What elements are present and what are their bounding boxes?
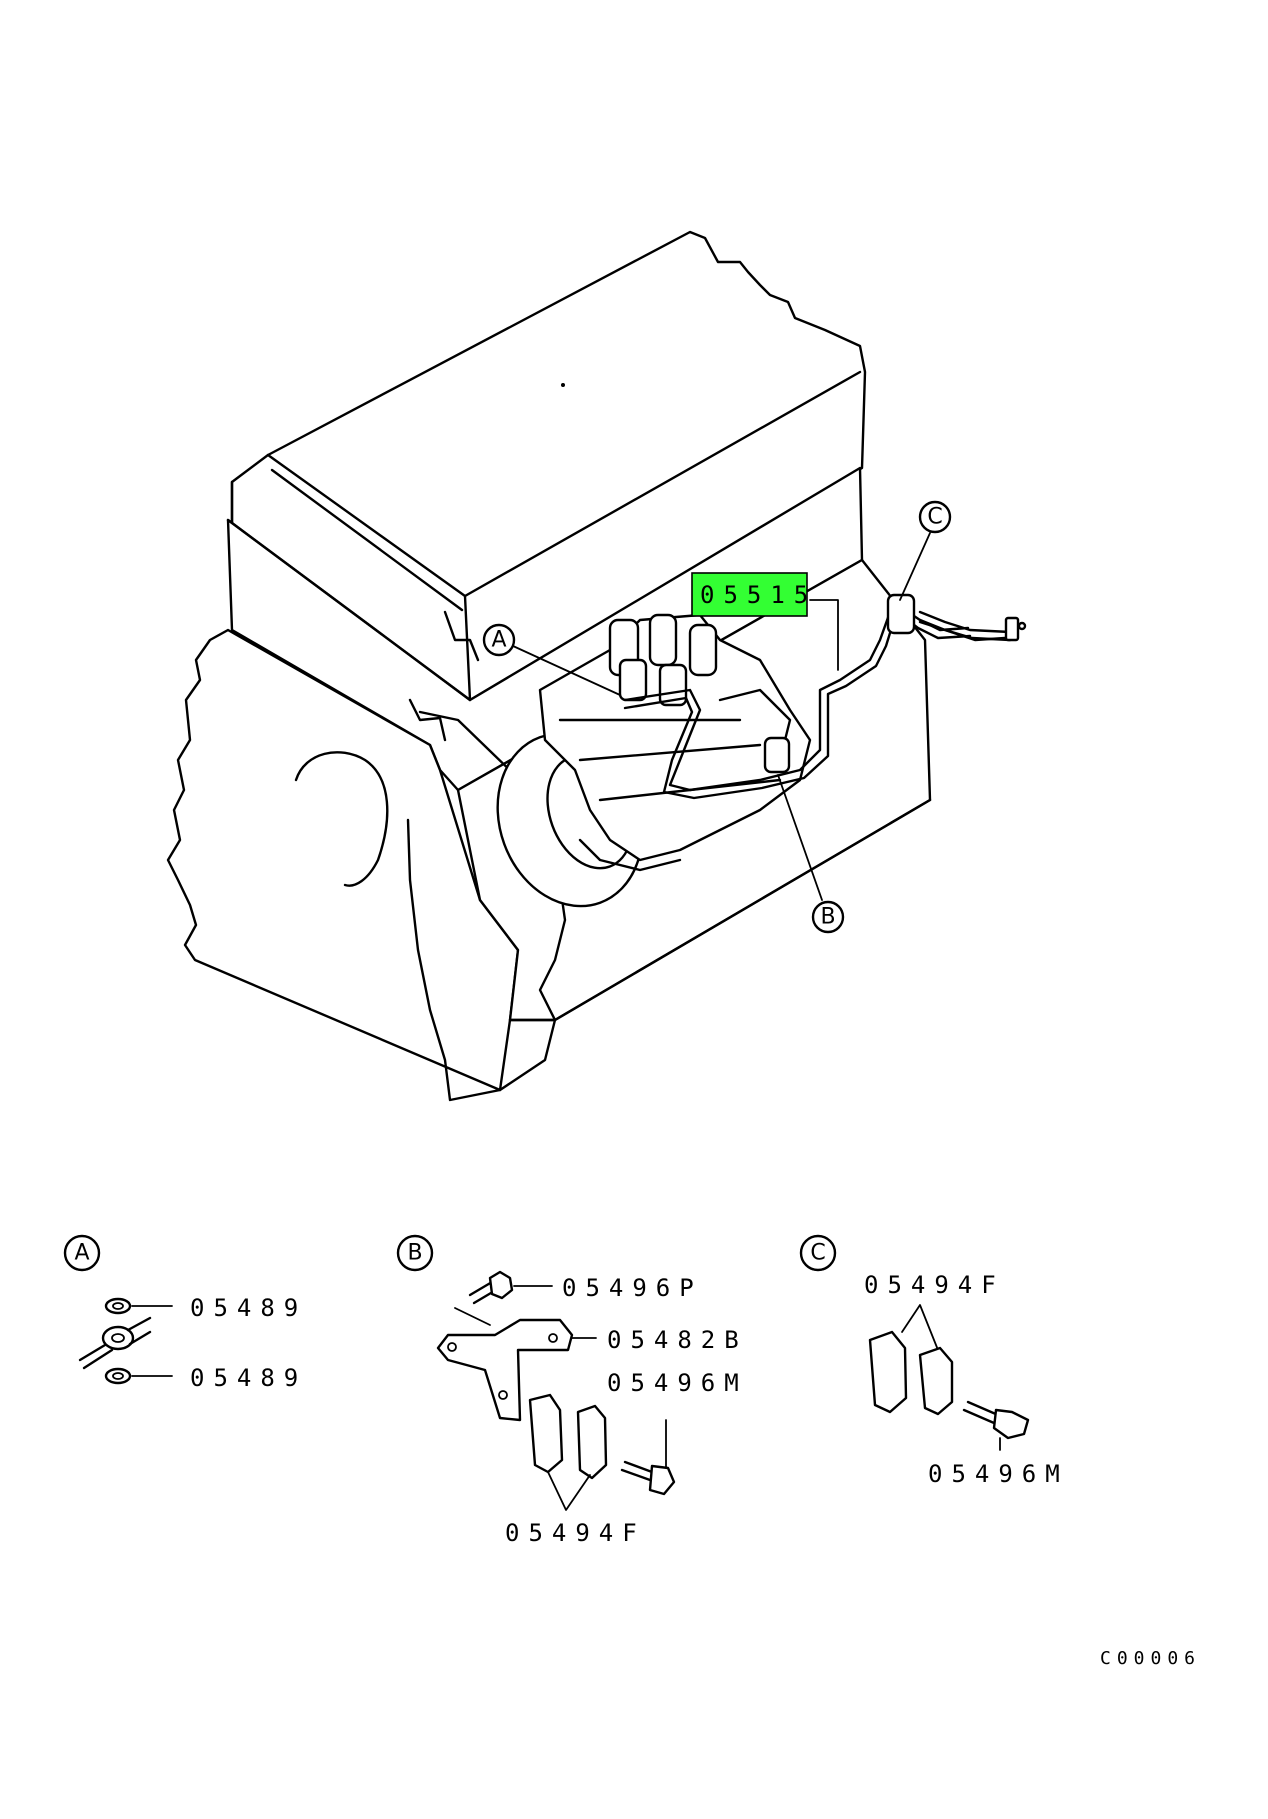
clamp-icon <box>868 1330 908 1414</box>
washer-icon <box>104 1367 132 1385</box>
callout-c-circle <box>918 500 952 534</box>
detail-b-marker <box>396 1234 434 1272</box>
callout-b-circle <box>811 900 845 934</box>
callout-c-label: C <box>927 505 942 530</box>
detail-b: B 05496P 05482B 05494F 05496M <box>396 1234 748 1547</box>
callout-a-circle <box>482 623 516 657</box>
washer-icon <box>104 1297 132 1315</box>
detail-c-marker-label: C <box>810 1241 825 1266</box>
detail-c-bolt-label[interactable]: 05496M <box>928 1460 1069 1488</box>
part-05515-label[interactable]: 05515 <box>700 581 817 609</box>
banjo-fitting-icon <box>101 1325 135 1351</box>
callout-a-leader <box>512 645 621 696</box>
callout-c-leader <box>899 532 931 601</box>
part-05515-leader <box>809 599 839 671</box>
bracket-icon <box>436 1318 574 1422</box>
detail-a-marker-label: A <box>74 1241 89 1266</box>
detail-b-marker-label: B <box>407 1241 422 1266</box>
detail-b-clamp-label[interactable]: 05494F <box>505 1519 646 1547</box>
detail-b-bolt-label[interactable]: 05496P <box>562 1274 703 1302</box>
drawing-code: C00006 <box>1100 1648 1201 1669</box>
detail-c-clamp-label[interactable]: 05494F <box>864 1271 1005 1299</box>
clamp-icon <box>528 1393 564 1474</box>
detail-a: A 05489 05489 <box>63 1234 307 1392</box>
callout-b-label: B <box>820 905 835 930</box>
bolt-icon <box>962 1400 1000 1425</box>
detail-a-marker <box>63 1234 101 1272</box>
engine-illustration <box>166 230 1027 1102</box>
bolt-icon <box>620 1460 654 1482</box>
callout-b-leader <box>777 774 823 901</box>
callout-a-label: A <box>491 628 506 653</box>
detail-a-part-label[interactable]: 05489 <box>190 1364 307 1392</box>
part-05515-highlight[interactable] <box>691 572 808 617</box>
detail-c-marker <box>799 1234 837 1272</box>
detail-b-bracket-label[interactable]: 05482B <box>607 1326 748 1354</box>
detail-a-part-label[interactable]: 05489 <box>190 1294 307 1322</box>
part-05515-callout[interactable]: 05515 <box>691 572 839 671</box>
detail-b-bolt-lower-label[interactable]: 05496M <box>607 1369 748 1397</box>
detail-c: C 05494F 05496M <box>799 1234 1069 1488</box>
